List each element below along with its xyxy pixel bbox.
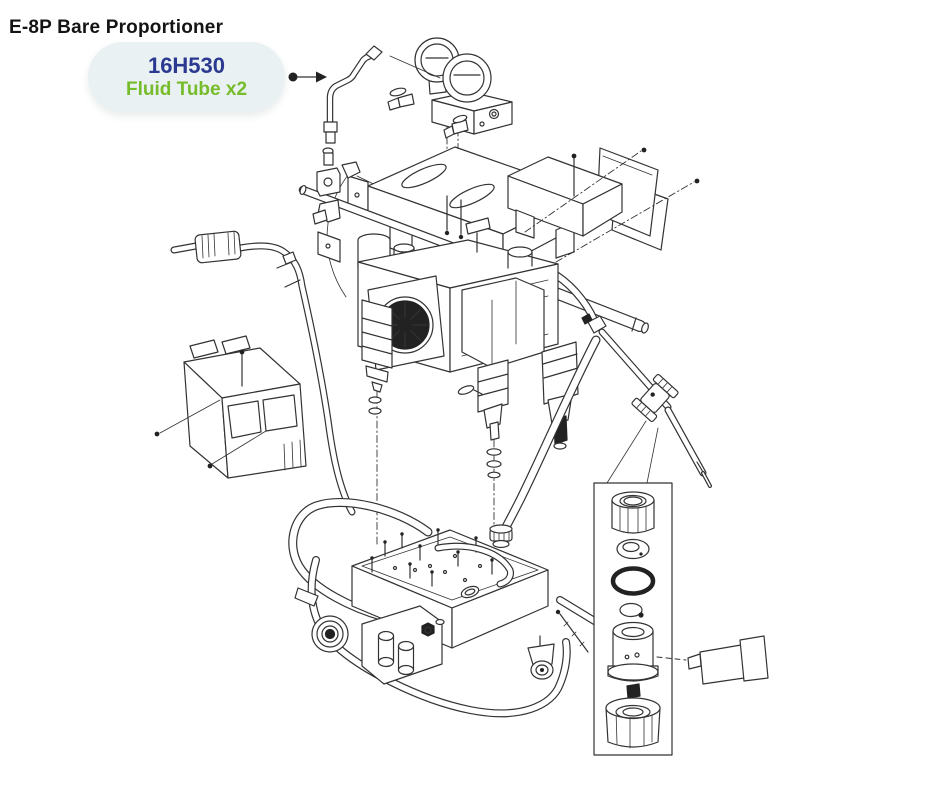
- tube-fittings-stack: [312, 147, 361, 225]
- hose-swivel-nut: [489, 524, 513, 549]
- left-pump-lower: [361, 299, 393, 546]
- right-hose-lower: [489, 335, 601, 549]
- retaining-ring: [619, 602, 644, 618]
- deck-holes: [392, 553, 483, 583]
- part-callout: 16H530 Fluid Tube x2: [88, 42, 285, 112]
- pressure-gauges-manifold: [387, 37, 513, 139]
- washer: [616, 538, 650, 560]
- part-name: Fluid Tube x2: [125, 78, 248, 100]
- cart-caster: [527, 635, 555, 680]
- collar-nut: [611, 491, 655, 534]
- left-suction-wand: [170, 230, 356, 516]
- valve-manifold-block: [361, 605, 445, 685]
- caster-screw: [555, 609, 589, 653]
- cart-frame: [288, 497, 656, 718]
- large-o-ring: [610, 566, 656, 596]
- strainer-detail-box: [593, 482, 673, 756]
- strainer-housing: [607, 621, 659, 682]
- wand-inline-coupler: [631, 373, 679, 423]
- strainer-plug: [626, 683, 641, 699]
- part-number: 16H530: [147, 53, 226, 79]
- side-bracket-and-shield-panels: [507, 147, 700, 263]
- cart-wheel: [311, 615, 349, 653]
- control-box: [154, 335, 307, 479]
- deck-stud-caps: [370, 528, 494, 574]
- right-suction-wand: [581, 313, 712, 488]
- strainer-cartridge: [656, 635, 769, 685]
- fluid-tube-part: [323, 45, 441, 144]
- wand-coupler: [194, 230, 242, 264]
- page-title: E-8P Bare Proportioner: [9, 16, 224, 38]
- callout-arrow: [288, 71, 327, 83]
- bottom-collar-nut: [605, 697, 661, 749]
